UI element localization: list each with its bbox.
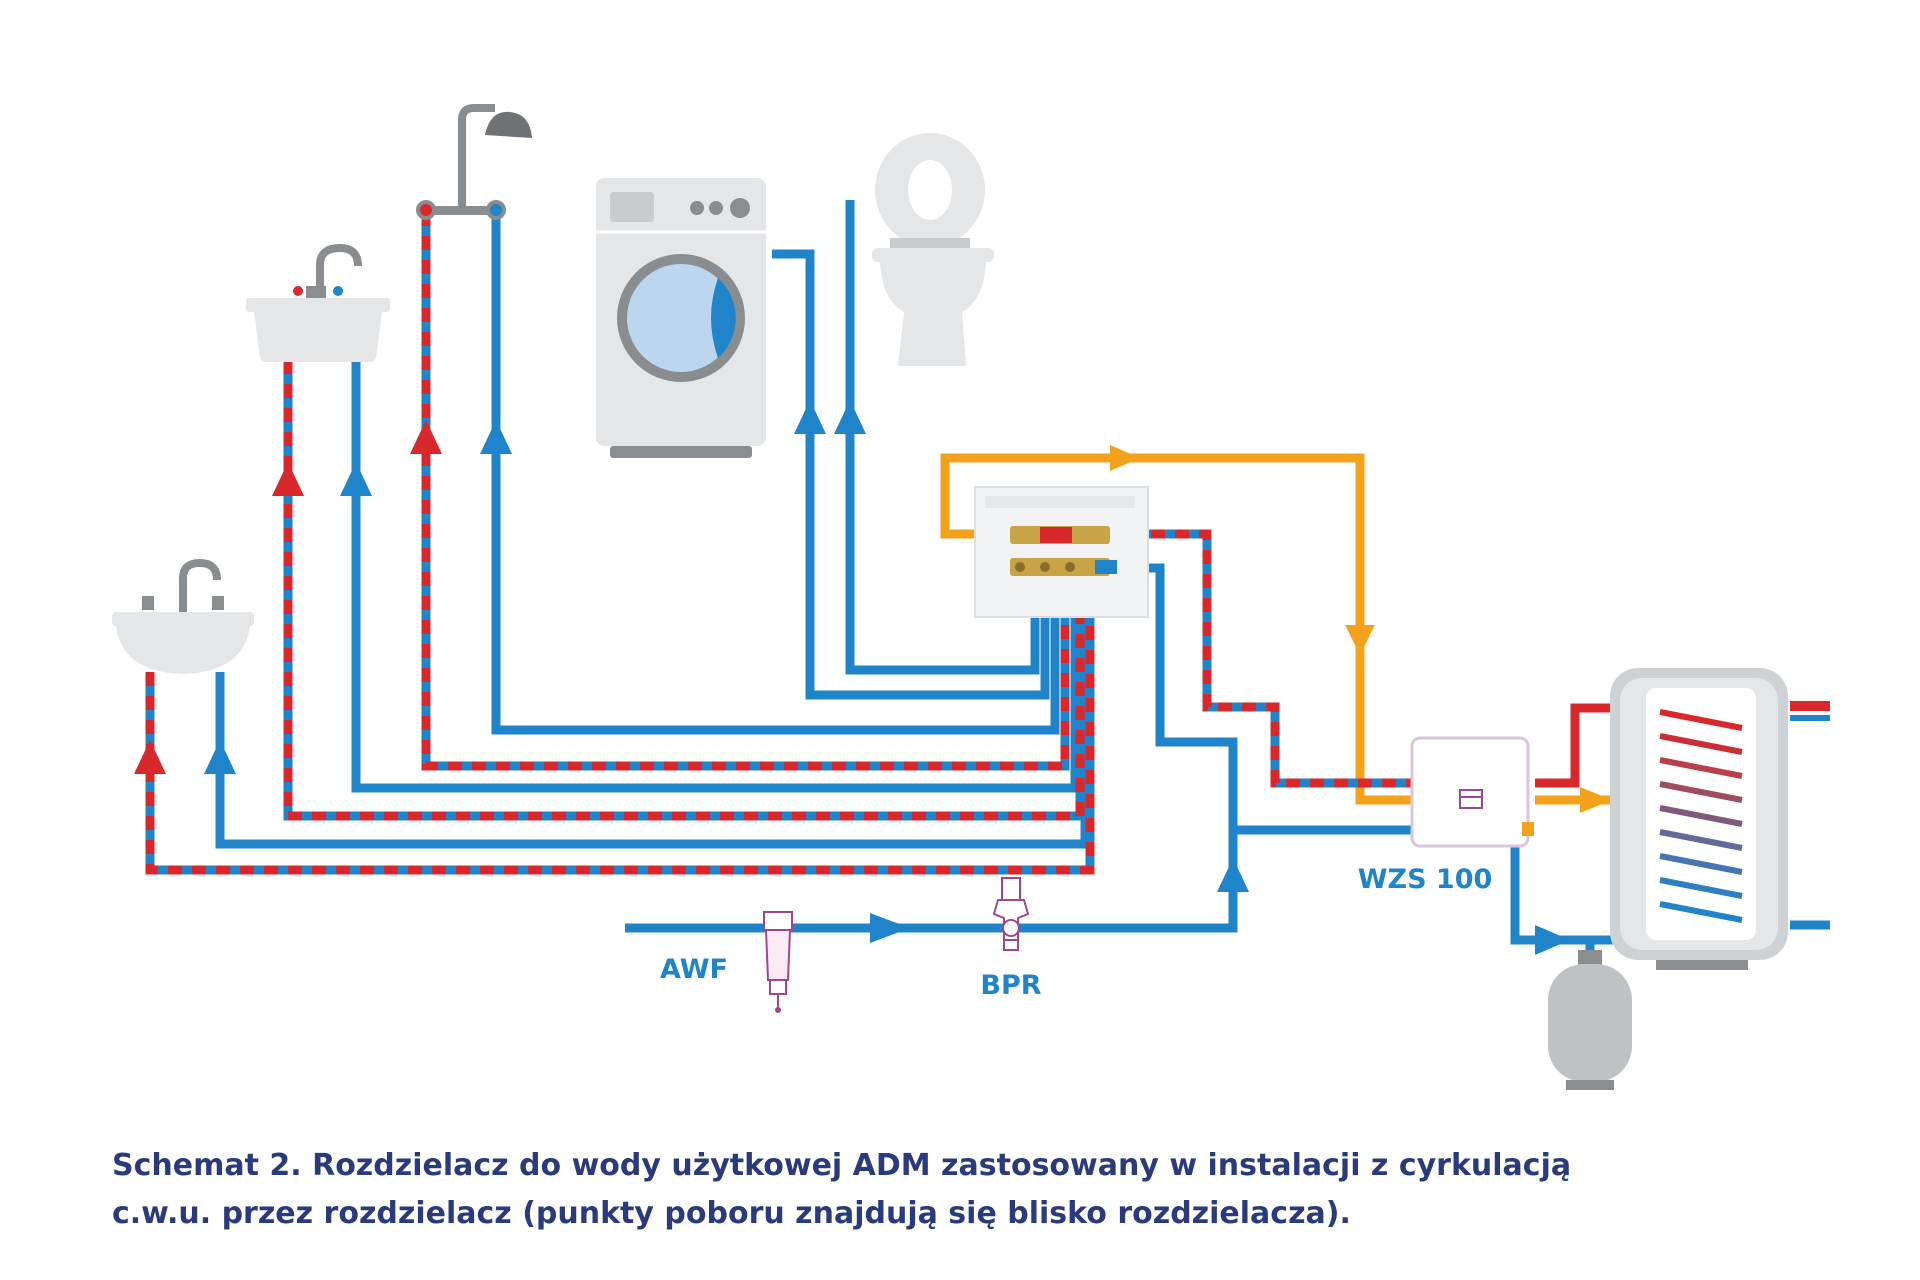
arrow-up-icon <box>794 400 826 434</box>
shower-icon <box>416 104 532 220</box>
heat-exchanger-icon <box>1410 736 1534 848</box>
boiler-tank-icon <box>1610 668 1788 970</box>
cold-to-manifold <box>1135 563 1238 830</box>
arrow-up-icon <box>834 400 866 434</box>
water-filter-icon <box>763 911 793 1013</box>
cold-branch-shower <box>491 212 1060 735</box>
expansion-vessel-icon <box>1548 950 1632 1090</box>
manifold-icon <box>974 486 1149 618</box>
arrow-right-icon <box>870 913 910 943</box>
arrow-up-icon <box>340 462 372 496</box>
arrow-up-icon <box>480 420 512 454</box>
wash-basin-icon <box>246 243 390 362</box>
arrow-right-icon <box>1580 787 1612 813</box>
caption-line-1: Schemat 2. Rozdzielacz do wody użytkowej… <box>112 1148 1572 1183</box>
arrow-up-icon <box>134 740 166 774</box>
arrow-up-icon <box>272 462 304 496</box>
toilet-icon <box>872 133 994 366</box>
arrow-up-icon <box>410 420 442 454</box>
caption-line-2: c.w.u. przez rozdzielacz (punkty poboru … <box>112 1196 1351 1231</box>
small-basin-icon <box>112 558 254 674</box>
cold-branch-small-basin <box>215 590 1090 849</box>
arrow-right-icon <box>1110 445 1140 471</box>
circulation-pipe <box>940 453 1420 805</box>
arrow-up-icon <box>1217 858 1249 892</box>
boiler-hot-out <box>1535 703 1628 788</box>
arrow-up-icon <box>204 740 236 774</box>
flow-arrows <box>134 400 1612 955</box>
diagram-caption: Schemat 2. Rozdzielacz do wody użytkowej… <box>112 1142 1832 1238</box>
pressure-reducer-icon <box>992 877 1030 951</box>
washing-machine-icon <box>596 178 766 458</box>
cold-branch-basin <box>351 360 1080 793</box>
pipes <box>145 200 1830 960</box>
arrow-down-icon <box>1345 625 1375 655</box>
cold-branch-washing-machine <box>772 249 1050 700</box>
arrow-right-icon <box>1535 925 1570 955</box>
bpr-label: BPR <box>980 970 1041 1001</box>
wzs-label: WZS 100 <box>1358 864 1493 895</box>
awf-label: AWF <box>660 954 728 985</box>
cold-branch-toilet <box>845 200 1040 675</box>
